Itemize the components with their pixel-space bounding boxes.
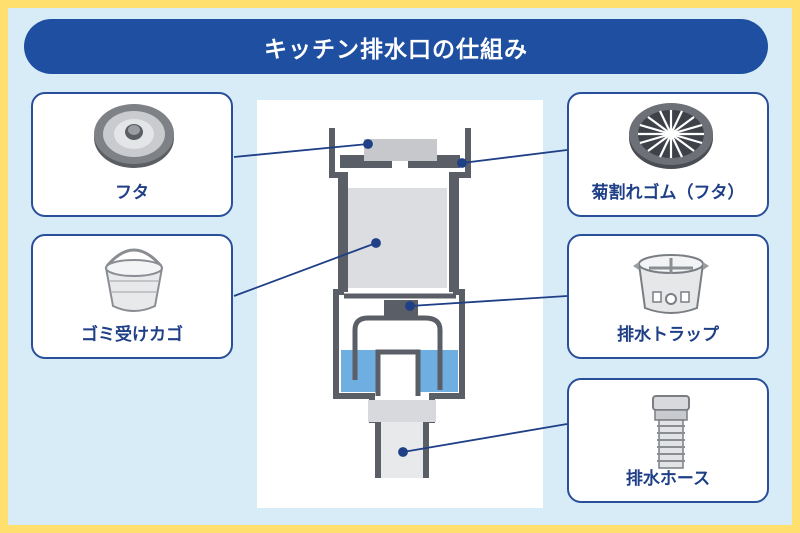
title-bar: キッチン排水口の仕組み [24,19,768,74]
basket-label: ゴミ受けカゴ [81,325,183,345]
basket-icon [104,248,164,312]
lid-icon [94,104,174,168]
lid-label: フタ [115,183,149,203]
trap-icon [633,254,709,314]
lid-cap [364,139,437,161]
card-hose: 排水ホース [567,378,769,503]
card-basket: ゴミ受けカゴ [31,234,233,359]
rubber-lid-icon [629,103,713,169]
card-lid: フタ [31,92,233,217]
hose-joint [368,400,436,422]
hose-icon [652,395,690,469]
card-rubber-lid: 菊割れゴム（フタ） [567,92,769,217]
leader-lines [233,139,568,457]
water-left [341,350,377,392]
trap-label: 排水トラップ [617,325,719,345]
card-trap: 排水トラップ [567,234,769,359]
basket-cross-section [340,188,447,288]
page-title: キッチン排水口の仕組み [264,36,528,63]
rubber-lid-label: 菊割れゴム（フタ） [591,183,745,203]
hose-label: 排水ホース [625,469,711,489]
